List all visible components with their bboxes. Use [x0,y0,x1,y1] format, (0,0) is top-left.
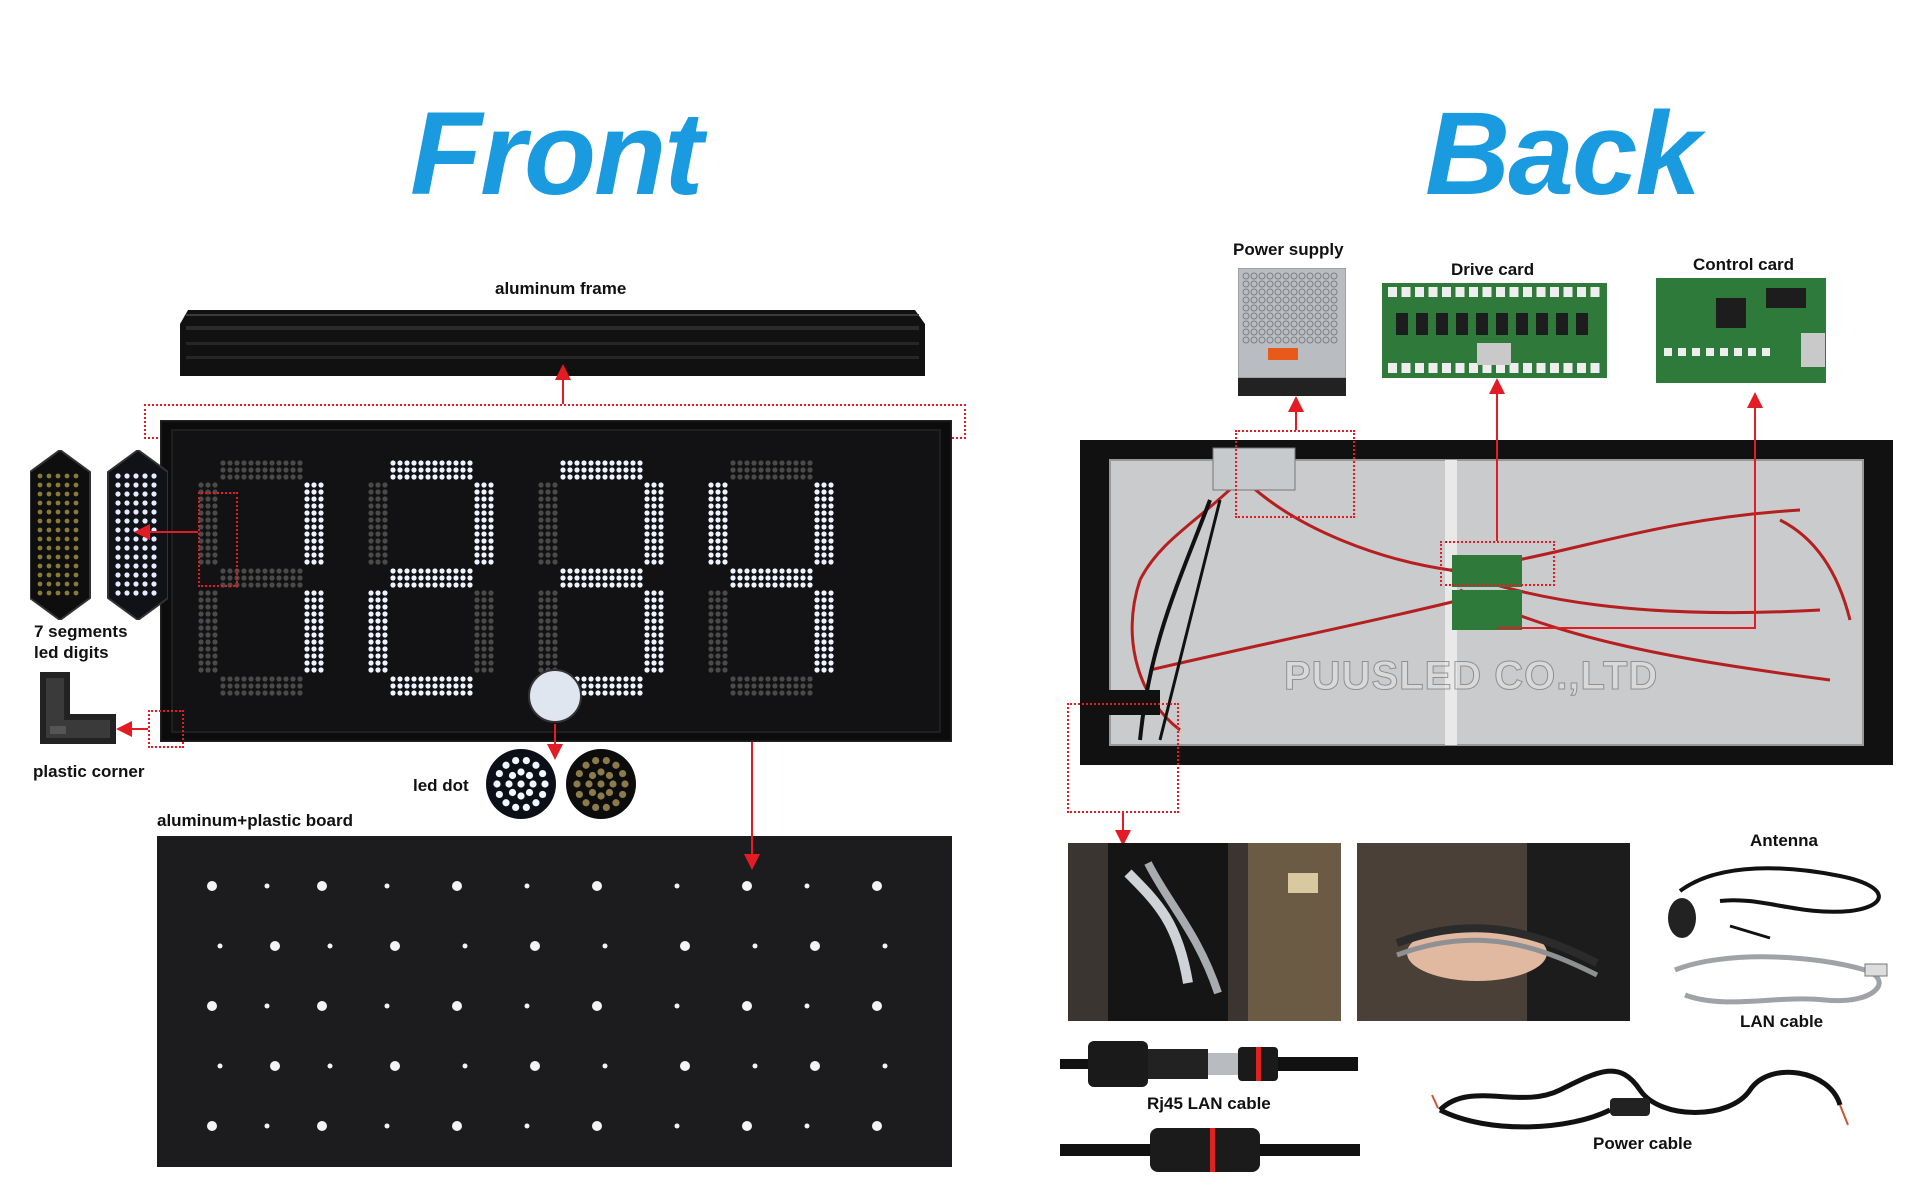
cable-exit-marker [1067,703,1179,813]
drive-card-label: Drive card [1451,260,1535,279]
control-card-label: Control card [1693,255,1795,274]
segments-label-line2: led digits [34,643,109,662]
back-heading: Back [1425,88,1701,220]
antenna-image [1660,856,1900,946]
led-dot-on-board [527,668,583,724]
aluminum-frame-image [180,310,925,376]
led-dot-label: led dot [413,776,469,795]
segment-marker [198,492,238,587]
lan-cable-label: LAN cable [1740,1012,1824,1031]
aluminum-frame-label: aluminum frame [495,279,627,298]
watermark: PUUSLED CO.,LTD [1283,654,1659,699]
back-arrows [1115,378,1763,846]
rj45-label: Rj45 LAN cable [1147,1094,1271,1113]
digit-1 [198,460,324,696]
front-heading: Front [410,88,703,220]
power-cable-label: Power cable [1593,1134,1693,1153]
front-arrows [116,364,760,870]
lan-cable-image [1665,950,1900,1018]
digit-4 [708,460,834,696]
led-dot-off [565,748,637,820]
plastic-corner-label: plastic corner [33,762,145,781]
power-cable-image [1430,1050,1850,1145]
digit-3 [538,460,664,696]
segment-closeups [29,448,169,622]
corner-marker [148,710,184,748]
digit-2 [368,460,494,696]
segments-label-line1: 7 segments [34,622,128,641]
cable-handling-photo [1357,843,1630,1021]
power-supply-label: Power supply [1233,240,1344,259]
aluminum-plastic-board-image [157,836,952,1167]
plastic-corner-image [36,672,116,747]
cable-exit-photo [1068,843,1341,1021]
power-supply-marker [1235,430,1355,518]
power-supply-image [1237,267,1347,396]
rj45-coupler-image [1060,1122,1360,1177]
led-dot-white [485,748,557,820]
led-display-back [1080,440,1893,765]
rj45-connector-image [1060,1035,1360,1095]
board-label: aluminum+plastic board [157,811,354,830]
drive-card-image [1382,283,1607,378]
control-card-image [1656,278,1826,383]
drive-card-marker [1440,541,1555,586]
antenna-label: Antenna [1750,831,1818,850]
